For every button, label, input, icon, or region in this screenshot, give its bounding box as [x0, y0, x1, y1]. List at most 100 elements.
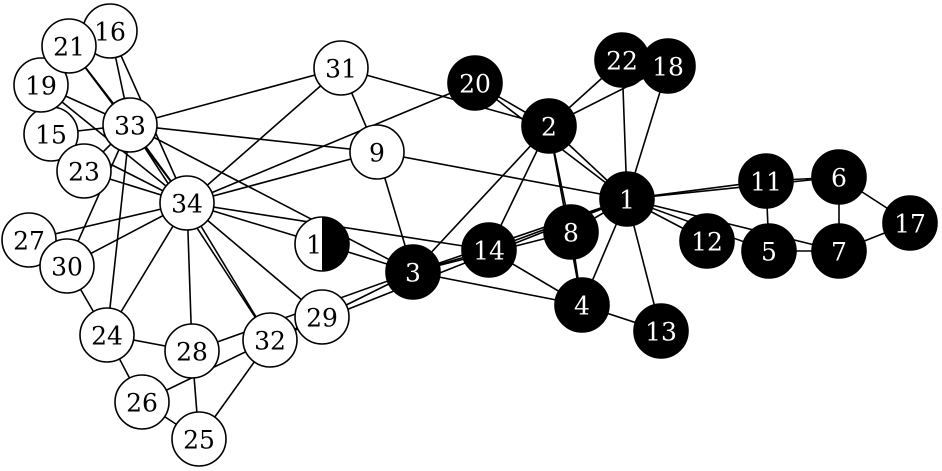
node-8-label: 8: [563, 219, 579, 248]
node-22-label: 22: [606, 47, 638, 76]
node-23-label: 23: [68, 158, 100, 187]
node-8-circle: [543, 204, 599, 260]
node-23-circle: [56, 143, 112, 199]
node-13-circle: [633, 303, 689, 359]
node-30-label: 30: [51, 253, 83, 282]
node-13: 13: [633, 303, 689, 359]
edge-9-34: [186, 151, 378, 204]
edge-31-34: [186, 67, 342, 204]
edge-31-33: [129, 67, 342, 126]
node-22-circle: [594, 32, 650, 88]
node-32-label: 32: [254, 327, 286, 356]
node-22: 22: [594, 32, 650, 88]
node-25: 25: [171, 411, 227, 467]
node-6: 6: [811, 149, 867, 205]
node-17: 17: [882, 195, 938, 251]
node-11: 11: [738, 153, 794, 209]
node-32: 32: [242, 312, 298, 368]
node-24-label: 24: [91, 322, 123, 351]
node-5-label: 5: [761, 238, 777, 267]
node-5-circle: [741, 223, 797, 279]
edge-9-33: [129, 124, 378, 153]
node-23: 23: [56, 143, 112, 199]
node-19-circle: [13, 57, 69, 113]
edge-2-31: [340, 67, 550, 127]
node-3: 3: [385, 244, 441, 300]
node-32-circle: [242, 312, 298, 368]
node-19: 19: [13, 57, 69, 113]
node-3-label: 3: [405, 259, 421, 288]
node-28-label: 28: [176, 338, 208, 367]
node-1: 1: [599, 171, 655, 227]
node-2-label: 2: [541, 113, 557, 142]
node-34-circle: [159, 175, 215, 231]
node-30-circle: [39, 238, 95, 294]
node-9-circle: [349, 124, 405, 180]
node-29-circle: [294, 289, 350, 345]
edge-32-33: [129, 124, 271, 341]
node-2: 2: [521, 98, 577, 154]
node-12-circle: [679, 213, 735, 269]
node-12-label: 12: [691, 228, 723, 257]
node-28: 28: [164, 323, 220, 379]
node-26-circle: [114, 374, 170, 430]
node-11-label: 11: [750, 168, 782, 197]
node-26-label: 26: [126, 389, 158, 418]
node-24-circle: [79, 307, 135, 363]
node-14-label: 14: [473, 237, 505, 266]
node-34: 34: [159, 175, 215, 231]
node-8: 8: [543, 204, 599, 260]
node-20-label: 20: [459, 70, 491, 99]
node-10-dark-half: [322, 217, 349, 271]
node-1-label: 1: [619, 186, 635, 215]
node-31-circle: [313, 40, 369, 96]
node-20-circle: [447, 55, 503, 111]
edge-20-34: [186, 82, 476, 204]
node-33-circle: [102, 97, 158, 153]
node-20: 20: [447, 55, 503, 111]
edge-2-3: [412, 125, 550, 273]
node-7: 7: [811, 223, 867, 279]
node-19-label: 19: [25, 72, 57, 101]
node-27-label: 27: [13, 227, 45, 256]
node-13-label: 13: [645, 318, 677, 347]
edge-24-33: [106, 124, 131, 336]
node-25-circle: [171, 411, 227, 467]
node-14: 14: [461, 222, 517, 278]
node-10-label: 10: [306, 231, 338, 260]
node-1-circle: [599, 171, 655, 227]
node-7-label: 7: [831, 238, 847, 267]
node-5: 5: [741, 223, 797, 279]
node-29: 29: [294, 289, 350, 345]
node-15: 15: [23, 106, 79, 162]
edge-29-34: [186, 202, 323, 318]
edge-1-3: [412, 198, 628, 273]
node-34-label: 34: [171, 190, 203, 219]
node-4-label: 4: [574, 292, 590, 321]
node-25-label: 25: [183, 426, 215, 455]
node-15-label: 15: [35, 121, 67, 150]
edge-3-33: [129, 124, 414, 273]
node-11-circle: [738, 153, 794, 209]
node-2-circle: [521, 98, 577, 154]
node-29-label: 29: [306, 304, 338, 333]
node-30: 30: [39, 238, 95, 294]
node-21-label: 21: [53, 33, 85, 62]
node-4-circle: [554, 277, 610, 333]
node-18-label: 18: [652, 53, 684, 82]
edge-1-7: [626, 198, 840, 252]
node-24: 24: [79, 307, 135, 363]
node-17-label: 17: [894, 210, 926, 239]
node-31: 31: [313, 40, 369, 96]
node-21-circle: [41, 18, 97, 74]
node-6-circle: [811, 149, 867, 205]
node-28-circle: [164, 323, 220, 379]
node-17-circle: [882, 195, 938, 251]
node-12: 12: [679, 213, 735, 269]
node-7-circle: [811, 223, 867, 279]
edge-3-4: [412, 271, 583, 306]
node-9: 9: [349, 124, 405, 180]
node-26: 26: [114, 374, 170, 430]
